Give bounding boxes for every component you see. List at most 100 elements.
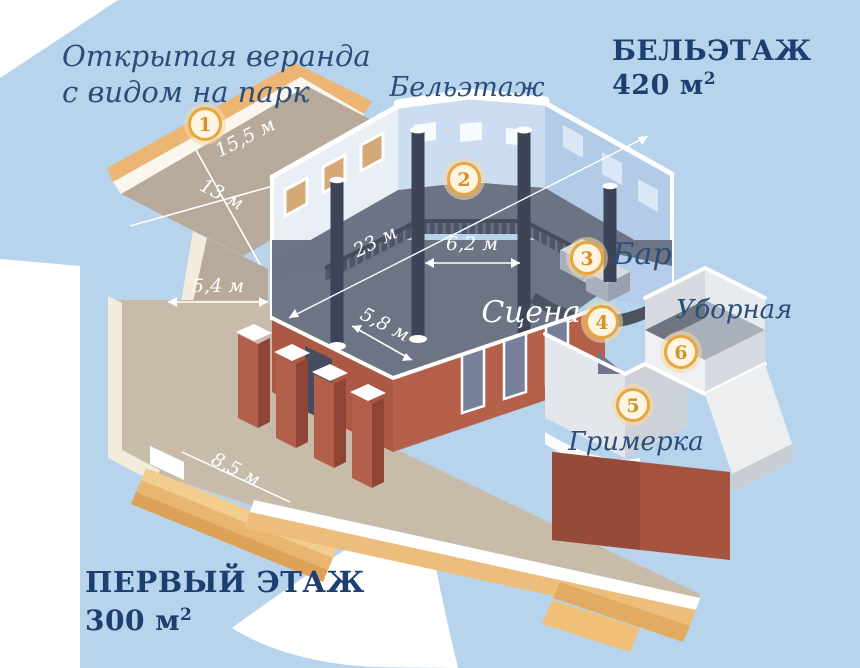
roof-parapet-top <box>393 88 550 109</box>
marker-circle <box>616 388 650 422</box>
ramp-step-band <box>553 582 690 642</box>
marker-2: 2 <box>443 158 485 200</box>
brick-pillar-4 <box>350 384 386 488</box>
restroom-label: Уборная <box>676 295 793 325</box>
balcony-railing-toprail <box>324 219 615 270</box>
veranda-label-line1: Открытая веранда <box>62 39 371 73</box>
marker-circle <box>664 335 698 369</box>
mezzanine-area-sup: 2 <box>704 69 716 89</box>
back-rooms <box>543 266 792 560</box>
bar-label: Бар <box>611 237 671 272</box>
arrowhead <box>425 258 434 268</box>
arrowhead <box>168 297 177 307</box>
pillar-front <box>276 354 296 448</box>
column-left <box>330 180 344 345</box>
window-back-2 <box>460 122 482 142</box>
veranda-floor <box>121 86 428 256</box>
marker-3: 3 <box>566 237 608 279</box>
measure-walkway-width: 5,4 м <box>192 275 244 297</box>
lower-right-wall-side <box>732 444 792 492</box>
column-center-left <box>411 130 425 338</box>
arrowhead <box>638 136 648 145</box>
brick-opening-2 <box>502 331 528 401</box>
pillar-front <box>352 394 372 488</box>
walkway-neck <box>185 234 268 302</box>
first-floor-area-value: 300 м <box>85 604 180 637</box>
restroom-back-right-wall <box>705 268 765 330</box>
veranda-label-line2: с видом на парк <box>62 75 310 109</box>
arrowhead <box>511 258 520 268</box>
pillar-front <box>238 334 258 428</box>
pillar-cap <box>350 384 386 401</box>
measure-line-23 <box>288 135 649 319</box>
marker-4: 4 <box>581 301 623 343</box>
columns <box>328 126 618 350</box>
arrowhead <box>259 297 268 307</box>
window-right-1 <box>563 125 583 158</box>
pillar-cap <box>274 344 310 361</box>
column-center-right-cap <box>516 126 532 134</box>
ramp-end-step <box>542 600 640 652</box>
arrowhead <box>402 353 412 361</box>
lower-brick-wall-shade <box>552 452 640 550</box>
column-center-left-base <box>409 335 427 343</box>
brick-top-rim <box>270 304 607 380</box>
pillar-side <box>296 358 308 448</box>
mezzanine-area-value: 420 м <box>612 70 704 101</box>
measure-column-span: 6,2 м <box>446 233 498 255</box>
brick-pillar-3 <box>312 364 348 468</box>
pillar-side <box>258 338 270 428</box>
terrace-guide-line <box>181 451 291 503</box>
marker-circle <box>570 241 604 275</box>
marker-number: 2 <box>457 169 470 191</box>
dressing-room-label: Гримерка <box>567 427 703 457</box>
column-center-right <box>517 130 531 336</box>
mezzanine-area: 420 м2 <box>612 69 716 101</box>
pillar-front <box>314 374 334 468</box>
pillar-cap <box>312 364 348 381</box>
marker-number: 4 <box>595 312 608 334</box>
veranda-guide-line-cross <box>195 149 263 269</box>
walkway-parapet <box>181 231 207 302</box>
measurement-lines <box>168 135 649 361</box>
balcony-railing <box>325 221 614 281</box>
marker-circle <box>585 305 619 339</box>
first-floor-area-sup: 2 <box>180 605 192 625</box>
marker-5: 5 <box>612 384 654 426</box>
ramp-white-edge <box>250 500 700 610</box>
column-center-left-cap <box>410 126 426 134</box>
marker-number: 1 <box>198 114 211 136</box>
mezzanine-header: БЕЛЬЭТАЖ <box>612 34 812 67</box>
first-floor-area: 300 м2 <box>85 604 192 637</box>
arrowhead <box>352 325 362 333</box>
marker-number: 3 <box>580 248 593 270</box>
bar-counter-front-2 <box>586 272 608 302</box>
bar-counter-side-2 <box>608 272 630 302</box>
pillar-cap <box>236 324 272 341</box>
stage-label: Сцена <box>481 295 580 330</box>
pillar-side <box>334 378 346 468</box>
restroom-back-left-wall <box>645 268 705 330</box>
mezzanine-balcony <box>272 182 672 281</box>
arrowhead <box>289 309 299 318</box>
column-right-cap <box>602 182 618 190</box>
window-right-3 <box>638 179 658 212</box>
entrance-ramp <box>244 500 700 652</box>
marker-circle <box>188 107 222 141</box>
veranda-parapet-orange-ne <box>295 63 372 114</box>
restroom-front-right-wall <box>705 330 765 394</box>
terrace-step-landing <box>150 446 184 480</box>
restroom-shadow <box>645 300 705 339</box>
marker-number: 6 <box>674 342 687 364</box>
column-left-cap <box>329 176 345 184</box>
marker-circle <box>447 162 481 196</box>
window-left-1 <box>283 175 309 219</box>
marker-6: 6 <box>660 331 702 373</box>
balcony-floor <box>272 182 672 278</box>
mezzanine-floor-label: Бельэтаж <box>388 72 545 103</box>
window-right-2 <box>602 152 622 185</box>
pillar-side <box>372 398 384 488</box>
terrace-step-3 <box>131 492 328 582</box>
